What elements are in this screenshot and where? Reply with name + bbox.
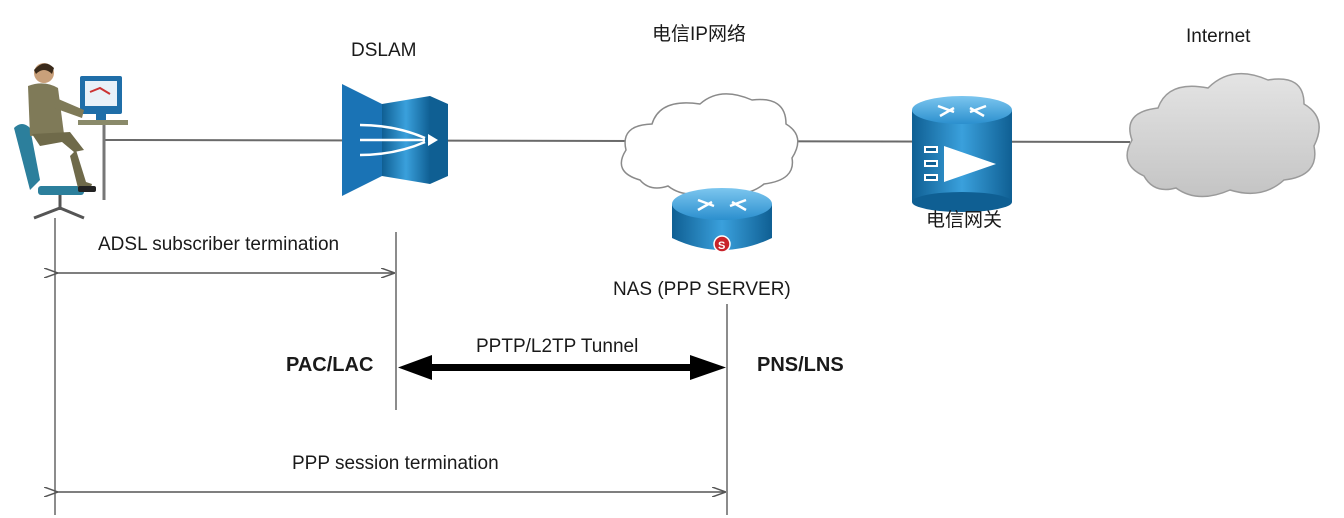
tunnel-arrow bbox=[398, 355, 726, 380]
pns-lns-label: PNS/LNS bbox=[757, 354, 844, 376]
adsl-termination-label: ADSL subscriber termination bbox=[98, 234, 340, 255]
ppp-termination-label: PPP session termination bbox=[292, 453, 499, 474]
dslam-icon bbox=[342, 84, 448, 196]
nas-server-label: NAS (PPP SERVER) bbox=[613, 279, 791, 300]
gateway-label: 电信网关 bbox=[926, 210, 1003, 231]
nas-router-icon: S bbox=[672, 188, 772, 253]
internet-label: Internet bbox=[1186, 26, 1251, 47]
svg-text:S: S bbox=[718, 240, 725, 252]
tunnel-label: PPTP/L2TP Tunnel bbox=[476, 336, 639, 357]
ip-network-label: 电信IP网络 bbox=[652, 24, 746, 45]
user-at-computer-icon bbox=[14, 63, 128, 220]
gateway-switch-icon bbox=[912, 96, 1012, 212]
dslam-label: DSLAM bbox=[351, 40, 417, 61]
ip-network-cloud-icon bbox=[620, 93, 799, 195]
internet-cloud-icon bbox=[1126, 72, 1320, 198]
pac-lac-label: PAC/LAC bbox=[286, 354, 374, 376]
